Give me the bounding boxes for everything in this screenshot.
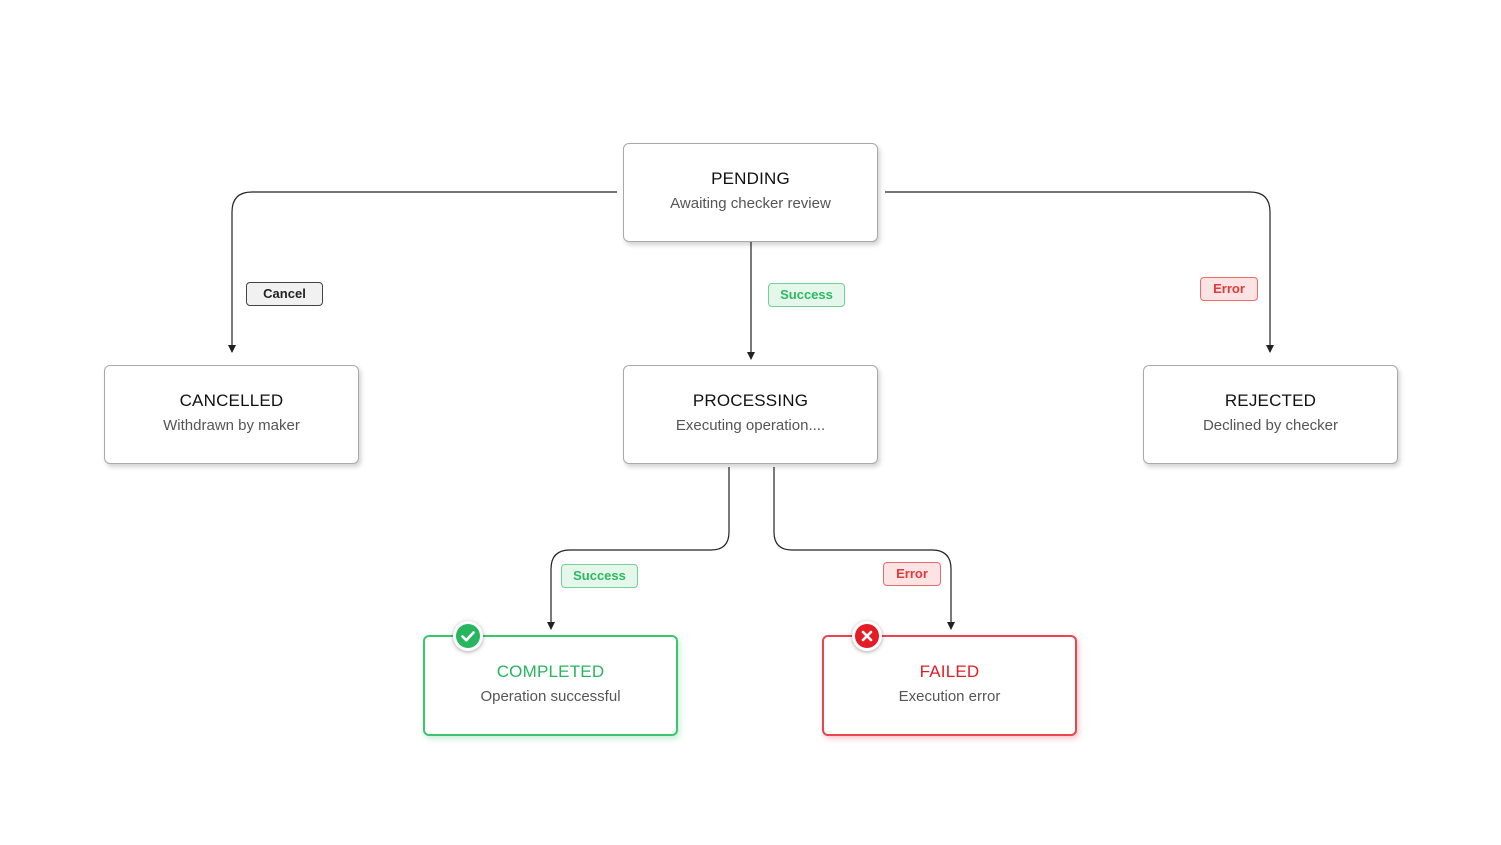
edge-label-cancel: Cancel bbox=[246, 282, 323, 306]
node-completed: COMPLETED Operation successful bbox=[423, 635, 678, 736]
node-cancelled: CANCELLED Withdrawn by maker bbox=[104, 365, 359, 464]
node-processing: PROCESSING Executing operation.... bbox=[623, 365, 878, 464]
node-pending: PENDING Awaiting checker review bbox=[623, 143, 878, 242]
node-subtitle: Declined by checker bbox=[1202, 417, 1339, 434]
edge-processing-to-failed bbox=[773, 467, 955, 630]
edge-pending-to-cancelled bbox=[228, 191, 617, 353]
node-title: CANCELLED bbox=[179, 391, 284, 410]
node-subtitle: Operation successful bbox=[480, 688, 621, 705]
node-subtitle: Withdrawn by maker bbox=[163, 417, 300, 434]
check-circle-icon bbox=[453, 621, 483, 651]
x-circle-icon bbox=[852, 621, 882, 651]
node-title: FAILED bbox=[919, 662, 980, 681]
node-subtitle: Awaiting checker review bbox=[670, 195, 831, 212]
node-rejected: REJECTED Declined by checker bbox=[1143, 365, 1398, 464]
node-failed: FAILED Execution error bbox=[822, 635, 1077, 736]
node-subtitle: Executing operation.... bbox=[675, 417, 826, 434]
edge-label-success: Success bbox=[768, 283, 845, 307]
edge-label-success: Success bbox=[561, 564, 638, 588]
node-title: COMPLETED bbox=[496, 662, 605, 681]
node-subtitle: Execution error bbox=[898, 688, 1001, 705]
node-title: PROCESSING bbox=[692, 391, 809, 410]
edge-label-error: Error bbox=[1200, 277, 1258, 301]
node-title: PENDING bbox=[711, 169, 790, 188]
edge-processing-to-completed bbox=[547, 467, 730, 630]
node-title: REJECTED bbox=[1224, 391, 1317, 410]
edge-pending-to-rejected bbox=[885, 191, 1274, 353]
edge-label-error: Error bbox=[883, 562, 941, 586]
